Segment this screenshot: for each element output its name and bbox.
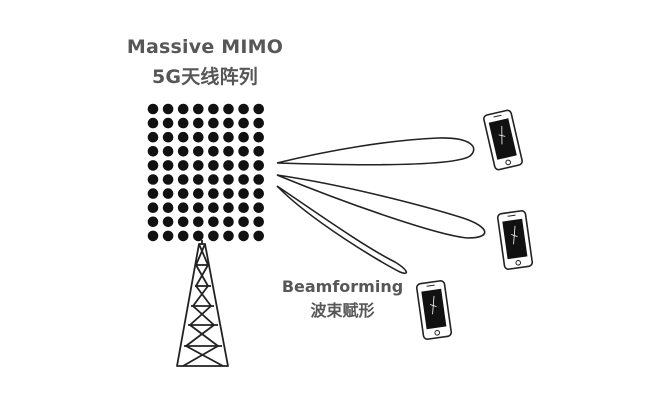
- phone-icon: [483, 109, 523, 171]
- antenna-element: [208, 131, 219, 143]
- beam-lobe-1: [276, 137, 475, 166]
- antenna-element: [162, 146, 174, 157]
- antenna-element: [177, 117, 189, 129]
- antenna-element: [177, 202, 189, 213]
- antenna-element: [162, 117, 174, 129]
- antenna-element: [223, 131, 234, 143]
- phone-icon: [496, 210, 534, 270]
- antenna-element: [162, 188, 174, 199]
- antenna-element: [177, 188, 189, 199]
- antenna-element: [208, 174, 219, 185]
- beamforming-label: Beamforming: [281, 277, 404, 296]
- antenna-element: [162, 174, 174, 185]
- antenna-element: [208, 103, 219, 115]
- antenna-element: [253, 131, 264, 143]
- title-line2: 5G天线阵列: [151, 66, 259, 88]
- antenna-element: [147, 188, 159, 199]
- antenna-element: [208, 202, 219, 213]
- antenna-element: [253, 230, 264, 242]
- antenna-element: [162, 131, 174, 143]
- beam-lobe-3: [276, 185, 408, 275]
- antenna-element: [162, 230, 174, 242]
- antenna-element: [177, 216, 189, 228]
- antenna-element: [177, 230, 189, 242]
- antenna-element: [253, 188, 264, 199]
- antenna-element: [193, 117, 204, 129]
- antenna-element: [147, 131, 159, 143]
- antenna-element: [162, 160, 174, 171]
- antenna-element: [147, 160, 159, 171]
- antenna-element: [238, 188, 249, 199]
- antenna-element: [253, 174, 264, 185]
- antenna-element: [208, 188, 219, 199]
- antenna-element: [162, 202, 174, 213]
- antenna-element: [208, 230, 219, 242]
- phone-icon: [415, 280, 453, 340]
- antenna-element: [208, 216, 219, 228]
- antenna-element: [223, 216, 234, 228]
- antenna-element: [177, 160, 189, 171]
- antenna-element: [147, 117, 159, 129]
- antenna-element: [147, 174, 159, 185]
- antenna-element: [193, 202, 204, 213]
- antenna-element: [223, 174, 234, 185]
- antenna-element: [238, 103, 249, 115]
- title-line1: Massive MIMO: [126, 36, 284, 58]
- antenna-element: [193, 146, 204, 157]
- antenna-element: [193, 216, 204, 228]
- antenna-element: [193, 188, 204, 199]
- antenna-element: [238, 117, 249, 129]
- antenna-element: [223, 160, 234, 171]
- antenna-element: [238, 146, 249, 157]
- antenna-element: [162, 103, 174, 115]
- antenna-element: [253, 117, 264, 129]
- antenna-element: [147, 146, 159, 157]
- antenna-element: [193, 131, 204, 143]
- antenna-element: [223, 117, 234, 129]
- antenna-element: [162, 216, 174, 228]
- antenna-element: [238, 174, 249, 185]
- antenna-element: [193, 160, 204, 171]
- antenna-element: [147, 230, 159, 242]
- antenna-element: [223, 230, 234, 242]
- antenna-element: [238, 202, 249, 213]
- antenna-element: [223, 146, 234, 157]
- antenna-element: [238, 230, 249, 242]
- antenna-element: [208, 160, 219, 171]
- antenna-element: [253, 216, 264, 228]
- antenna-element: [147, 103, 159, 115]
- antenna-element: [177, 146, 189, 157]
- antenna-array-icon: [147, 103, 264, 242]
- antenna-element: [177, 131, 189, 143]
- antenna-element: [223, 188, 234, 199]
- antenna-element: [238, 216, 249, 228]
- antenna-element: [193, 174, 204, 185]
- antenna-element: [147, 202, 159, 213]
- antenna-element: [253, 202, 264, 213]
- antenna-element: [253, 146, 264, 157]
- tower-icon: [176, 240, 229, 367]
- antenna-element: [193, 230, 204, 242]
- antenna-element: [208, 146, 219, 157]
- beam-lobe-2: [276, 174, 486, 239]
- antenna-element: [208, 117, 219, 129]
- antenna-element: [177, 103, 189, 115]
- antenna-element: [177, 174, 189, 185]
- antenna-element: [253, 103, 264, 115]
- antenna-element: [147, 216, 159, 228]
- antenna-element: [223, 202, 234, 213]
- beamforming-label-cn: 波束赋形: [310, 301, 375, 320]
- antenna-element: [253, 160, 264, 171]
- antenna-element: [238, 131, 249, 143]
- antenna-element: [193, 103, 204, 115]
- antenna-element: [238, 160, 249, 171]
- antenna-element: [223, 103, 234, 115]
